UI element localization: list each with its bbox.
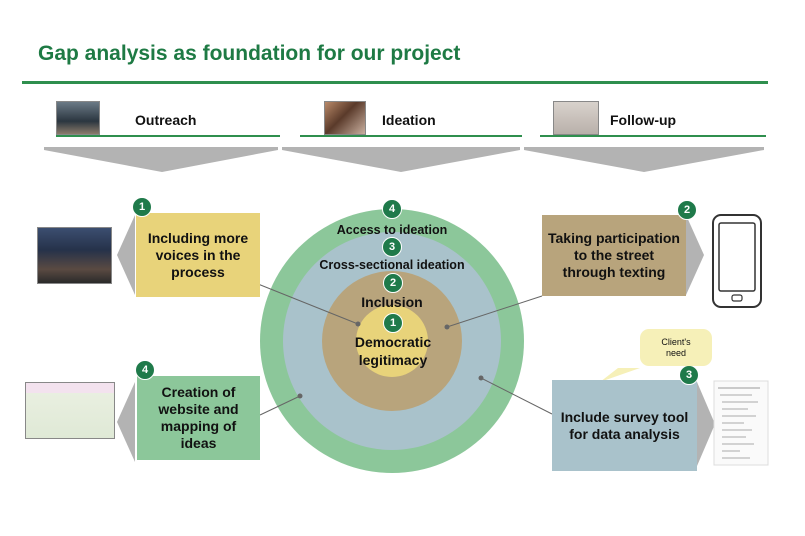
badge-texting: 2 [677, 200, 697, 220]
connector-texting [446, 295, 543, 328]
badge-survey: 3 [679, 365, 699, 385]
outreach-photo-icon [56, 101, 100, 135]
ring-label-access: Access to ideation [336, 223, 448, 237]
phase-outreach-label: Outreach [135, 112, 197, 128]
badge-voices: 1 [132, 197, 152, 217]
connector-dot-survey [478, 375, 484, 381]
phase-outreach-line [56, 135, 280, 137]
arrow-left-bottom [117, 382, 135, 462]
box-including-voices: Including more voices in the process [136, 213, 260, 297]
connector-dot-texting [444, 324, 450, 330]
chevron-followup [524, 147, 764, 172]
connector-voices [257, 283, 359, 325]
smartphone-icon [712, 214, 762, 308]
group-photo-icon [37, 227, 112, 284]
ring-label-democratic-legitimacy: Democratic legitimacy [354, 334, 432, 368]
ring-label-inclusion: Inclusion [361, 294, 423, 310]
phase-ideation-label: Ideation [382, 112, 436, 128]
ring-1 [356, 305, 428, 377]
phase-followup-line [540, 135, 766, 137]
connector-website [259, 395, 301, 416]
box-creation-website: Creation of website and mapping of ideas [137, 376, 260, 460]
ring-label-cross-sectional: Cross-sectional ideation [319, 258, 465, 272]
ideation-photo-icon [324, 101, 366, 135]
arrow-left-top [117, 215, 135, 295]
arrow-right-top [686, 215, 704, 295]
client-need-callout: Client's need [640, 329, 712, 366]
connector-survey [480, 377, 553, 415]
badge-website: 4 [135, 360, 155, 380]
badge-ring-2: 2 [383, 273, 403, 293]
survey-document-icon [713, 380, 769, 466]
badge-ring-4: 4 [382, 199, 402, 219]
box-include-survey: Include survey tool for data analysis [552, 380, 697, 471]
connector-dot-voices [355, 321, 361, 327]
map-website-icon [25, 382, 115, 439]
badge-ring-3: 3 [382, 237, 402, 257]
arrow-right-bottom [697, 382, 715, 466]
callout-tail [600, 368, 640, 382]
chevron-ideation [282, 147, 520, 172]
badge-ring-1: 1 [383, 313, 403, 333]
connector-dot-website [297, 393, 303, 399]
title-underline [22, 81, 768, 84]
box-taking-participation: Taking participation to the street throu… [542, 215, 686, 296]
chevron-outreach [44, 147, 278, 172]
phase-ideation-line [300, 135, 522, 137]
followup-photo-icon [553, 101, 599, 135]
page-title: Gap analysis as foundation for our proje… [38, 42, 461, 65]
phase-followup-label: Follow-up [610, 112, 677, 128]
